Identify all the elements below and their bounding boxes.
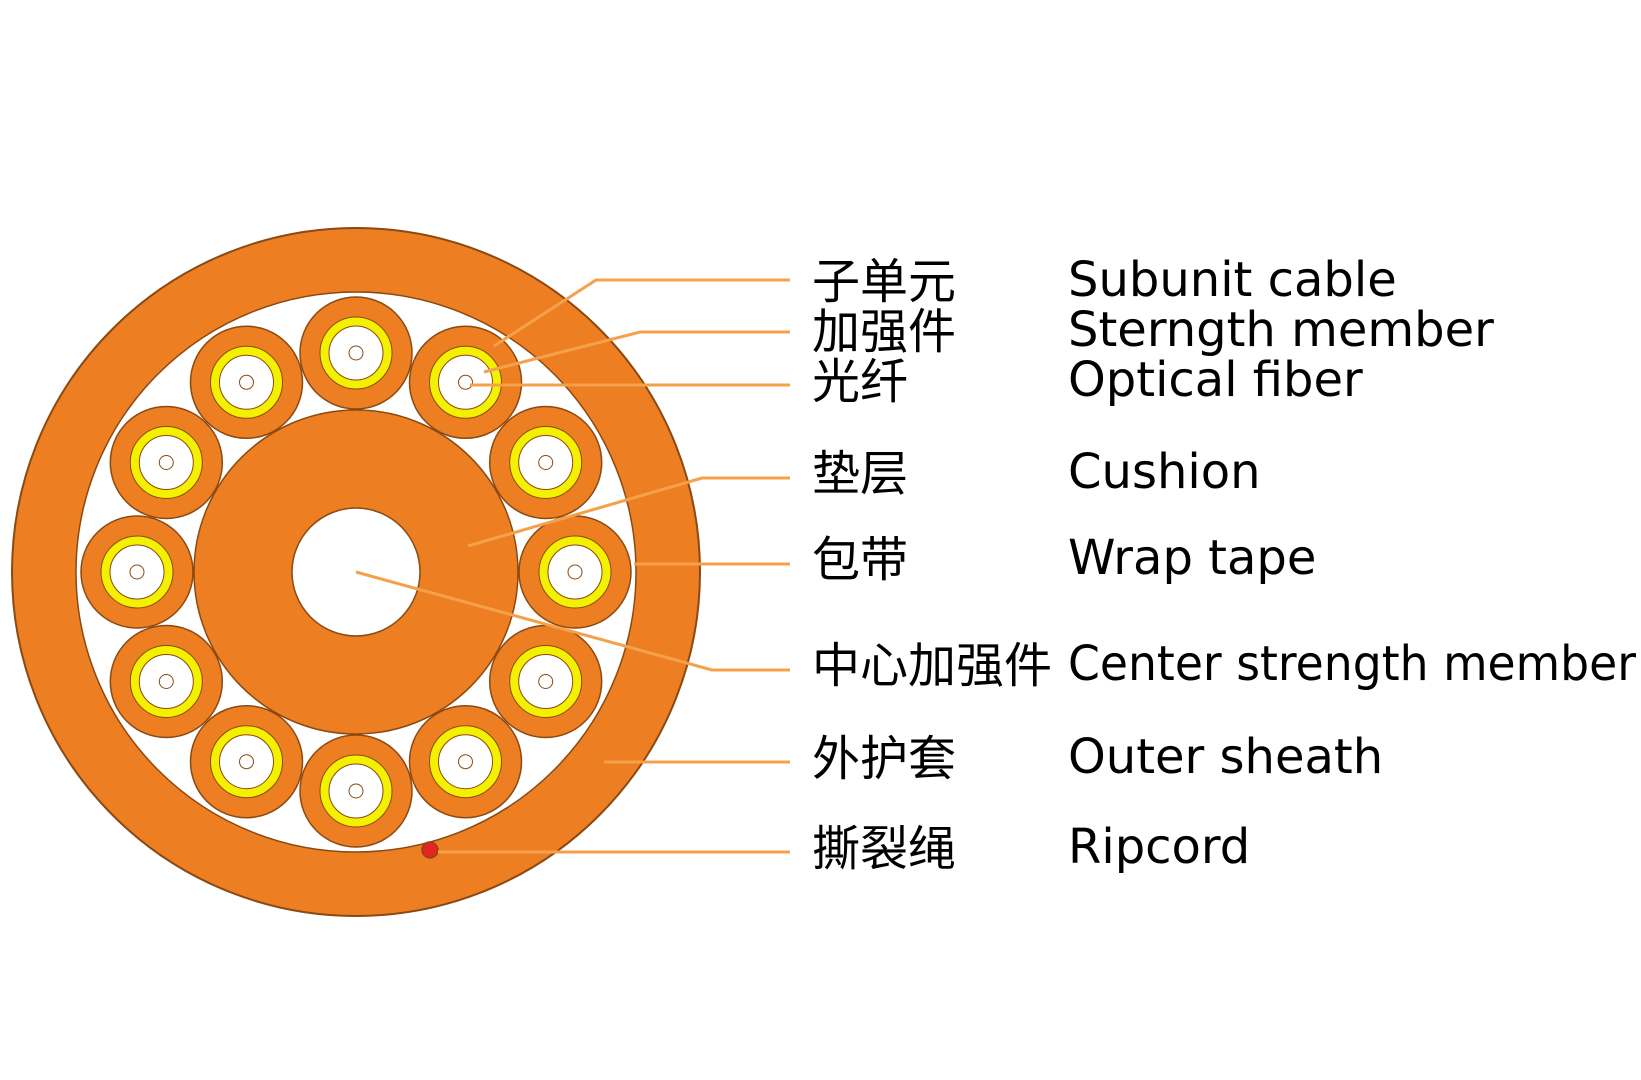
subunit-optical-fiber bbox=[239, 754, 254, 770]
label-zh-fiber: 光纤 bbox=[812, 354, 908, 410]
leader-lines bbox=[355, 278, 790, 854]
label-en-sheath: Outer sheath bbox=[1068, 729, 1383, 785]
subunit-cable bbox=[488, 405, 603, 520]
subunit-optical-fiber bbox=[239, 374, 254, 390]
labels-english: Subunit cable Sterngth member Optical fi… bbox=[1068, 252, 1636, 875]
subunit-optical-fiber bbox=[538, 455, 554, 470]
labels-chinese: 子单元 加强件 光纤 垫层 包带 中心加强件 外护套 撕裂绳 bbox=[812, 254, 1052, 877]
label-zh-strength: 加强件 bbox=[812, 304, 956, 360]
subunit-optical-fiber bbox=[158, 674, 174, 689]
label-zh-center: 中心加强件 bbox=[812, 638, 1052, 694]
leader-line-cushion bbox=[467, 476, 790, 548]
subunit-cable bbox=[299, 296, 413, 410]
label-zh-subunit: 子单元 bbox=[812, 254, 956, 310]
ripcord bbox=[421, 841, 439, 859]
subunit-optical-fiber bbox=[348, 783, 364, 799]
subunit-optical-fiber bbox=[458, 374, 473, 390]
leader-line-center bbox=[355, 570, 790, 672]
subunit-cable bbox=[80, 515, 194, 629]
subunit-cable bbox=[518, 515, 632, 629]
subunit-optical-fiber bbox=[538, 674, 554, 689]
subunit-optical-fiber bbox=[158, 455, 174, 470]
label-en-subunit: Subunit cable bbox=[1068, 252, 1397, 308]
subunit-cable bbox=[488, 624, 603, 739]
label-en-center: Center strength member bbox=[1068, 636, 1636, 692]
label-en-cushion: Cushion bbox=[1068, 444, 1261, 500]
label-zh-cushion: 垫层 bbox=[812, 446, 908, 502]
subunit-cable bbox=[299, 734, 413, 848]
subunit-cable bbox=[408, 704, 523, 819]
subunit-cable bbox=[109, 624, 224, 739]
label-zh-wrap: 包带 bbox=[812, 532, 908, 588]
label-en-ripcord: Ripcord bbox=[1068, 819, 1250, 875]
subunit-cable bbox=[189, 325, 304, 440]
label-en-strength: Sterngth member bbox=[1068, 302, 1494, 358]
subunit-cable bbox=[109, 405, 224, 520]
subunit-optical-fiber bbox=[458, 754, 473, 770]
label-en-wrap: Wrap tape bbox=[1068, 530, 1316, 586]
label-en-fiber: Optical fiber bbox=[1068, 352, 1363, 408]
leader-line-subunit bbox=[493, 278, 790, 348]
subunit-cable bbox=[189, 704, 304, 819]
label-zh-sheath: 外护套 bbox=[812, 731, 956, 787]
leader-line-strength bbox=[483, 330, 790, 374]
subunit-optical-fiber bbox=[348, 345, 364, 361]
label-zh-ripcord: 撕裂绳 bbox=[812, 821, 956, 877]
subunit-ring bbox=[80, 296, 632, 848]
subunit-cable bbox=[408, 325, 523, 440]
subunit-optical-fiber bbox=[129, 564, 145, 580]
subunit-optical-fiber bbox=[567, 564, 583, 580]
